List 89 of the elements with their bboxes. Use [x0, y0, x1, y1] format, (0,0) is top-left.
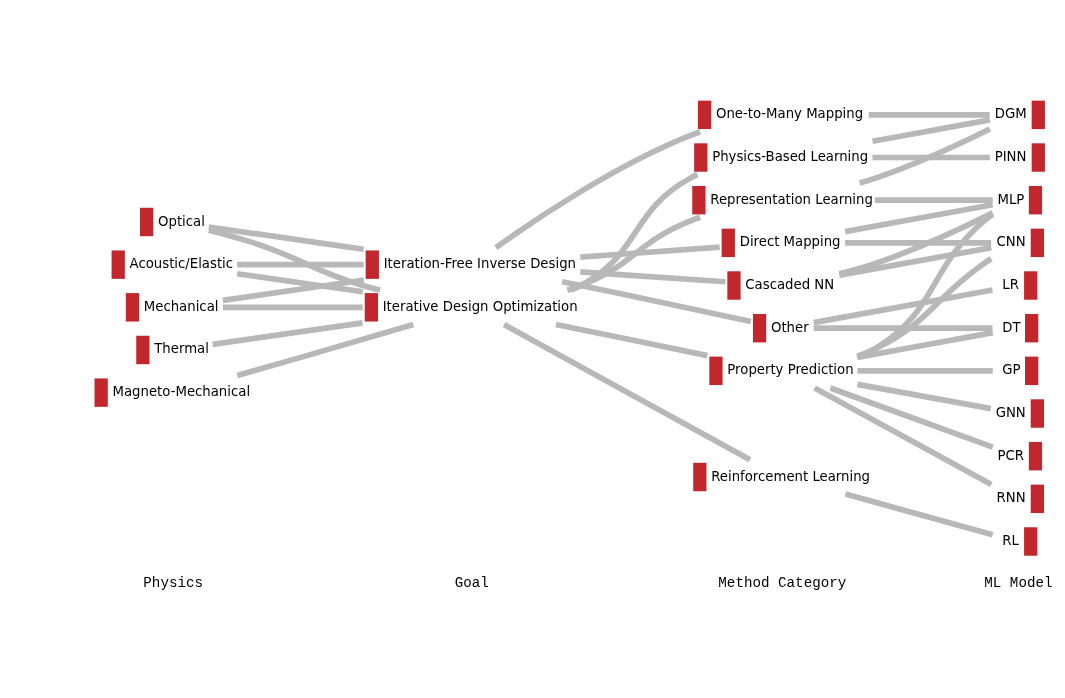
label: ML Model	[984, 574, 1053, 591]
node-label: PINN	[994, 148, 1027, 164]
node-box	[365, 249, 379, 279]
connector	[561, 278, 752, 324]
node-label: Physics-Based Learning	[712, 148, 869, 164]
node-label: LR	[1002, 276, 1019, 292]
label: Goal	[454, 574, 489, 591]
node-box	[1030, 398, 1044, 428]
node-label: RL	[1002, 532, 1019, 548]
node-label: Cascaded NN	[745, 276, 835, 292]
node-box	[1028, 441, 1043, 470]
connector	[236, 321, 415, 378]
node-label: GNN	[995, 404, 1026, 420]
node-box	[692, 185, 706, 214]
connector	[236, 270, 364, 295]
node-box	[1028, 185, 1043, 214]
node-box	[1025, 313, 1039, 342]
node-label: One-to-Many Mapping	[715, 105, 864, 121]
connector	[566, 214, 702, 293]
node-box	[693, 462, 707, 491]
connector	[857, 367, 993, 374]
node-box	[125, 292, 140, 322]
node-box	[1030, 484, 1044, 513]
node-label: Reinforcement Learning	[711, 468, 870, 484]
connector	[222, 276, 365, 303]
connector	[856, 381, 992, 411]
node-box	[752, 313, 767, 342]
node-box	[697, 100, 712, 129]
node-label: Magneto-Mechanical	[112, 383, 251, 399]
node-box	[1024, 270, 1038, 300]
node-label: Other	[770, 319, 809, 335]
node-label: DGM	[994, 105, 1027, 121]
node-box	[1030, 228, 1044, 257]
connector	[844, 490, 994, 537]
connector	[208, 223, 364, 252]
connector	[868, 111, 990, 118]
connector	[580, 268, 726, 285]
node-box	[364, 292, 378, 322]
node-box	[1025, 356, 1039, 385]
node-box	[727, 270, 741, 300]
node-label: DT	[1002, 319, 1021, 335]
node-box	[709, 356, 723, 385]
connector	[580, 243, 720, 260]
connector	[494, 128, 702, 250]
node-label: Iteration-Free Inverse Design	[383, 255, 576, 271]
node-box	[1031, 100, 1045, 129]
connector	[874, 196, 993, 203]
node-box	[111, 249, 125, 279]
node-label: Representation Learning	[710, 191, 873, 207]
node-box	[1031, 142, 1045, 172]
connector	[856, 255, 993, 359]
label: Physics	[143, 574, 204, 591]
node-box	[136, 335, 150, 364]
connector	[872, 154, 990, 160]
node-box	[721, 228, 735, 257]
connector	[838, 244, 992, 278]
node-label: GP	[1002, 361, 1021, 377]
node-label: CNN	[996, 233, 1026, 249]
connector	[813, 384, 993, 487]
node-label: Optical	[158, 212, 205, 228]
node-label: MLP	[997, 191, 1025, 207]
connector	[212, 319, 363, 347]
node-box	[94, 377, 108, 407]
connector	[222, 303, 363, 310]
node-box	[1024, 526, 1038, 556]
connector	[838, 209, 994, 277]
node-label: Direct Mapping	[739, 233, 841, 249]
node-label: Thermal	[154, 340, 209, 356]
connector	[237, 261, 364, 267]
connector	[813, 286, 993, 325]
connector	[845, 239, 992, 246]
node-label: Mechanical	[143, 298, 219, 314]
connector	[856, 329, 994, 360]
node-box	[694, 142, 708, 172]
label: Method Category	[718, 574, 847, 591]
connector	[858, 125, 992, 186]
node-label: Iterative Design Optimization	[382, 298, 578, 314]
node-label: Property Prediction	[727, 361, 854, 377]
connector	[871, 116, 991, 144]
connector	[813, 324, 993, 331]
connector	[829, 384, 994, 450]
node-box	[140, 207, 154, 236]
node-label: RNN	[996, 489, 1026, 505]
connector	[502, 321, 752, 462]
connector	[555, 321, 708, 358]
connector	[569, 171, 699, 293]
node-label: PCR	[997, 447, 1025, 463]
connector	[844, 201, 994, 234]
node-label: Acoustic/Elastic	[129, 255, 234, 271]
